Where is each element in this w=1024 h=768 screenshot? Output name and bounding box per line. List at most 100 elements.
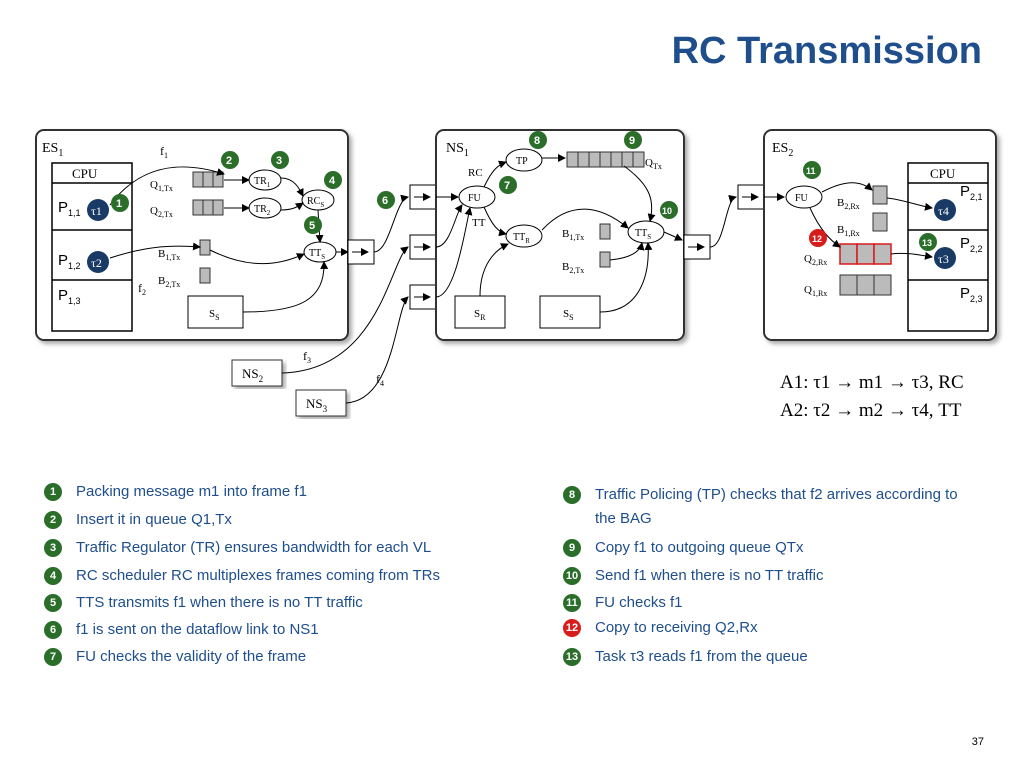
svg-text:12: 12 — [812, 234, 822, 244]
tau2-label: τ2 — [91, 256, 102, 270]
ss-label-es1: SS — [209, 308, 220, 322]
q1tx-queue — [192, 171, 224, 188]
es2-cpu-label: CPU — [930, 166, 956, 181]
b2tx-label: B2,Tx — [158, 275, 180, 289]
ns1-tt-label: TT — [472, 217, 486, 229]
b1rx-label: B1,Rx — [837, 224, 860, 238]
fu-label-es2: FU — [795, 193, 809, 204]
es2-label: ES2 — [772, 141, 793, 159]
legend-badge-8: 8 — [563, 486, 581, 504]
q2tx-queue — [192, 199, 224, 216]
slide-title: RC Transmission — [671, 30, 982, 72]
b2rx-label: B2,Rx — [837, 197, 860, 211]
diagram-badge-3: 3 — [271, 151, 289, 169]
diagram-badge-8: 8 — [529, 131, 547, 149]
p13-label: P1,3 — [58, 287, 81, 306]
f2-label: f2 — [138, 281, 146, 297]
fu-node-es2 — [785, 185, 823, 209]
diagram-badge-11: 11 — [803, 161, 821, 179]
ns1-b2tx-buffer — [599, 251, 611, 268]
svg-text:6: 6 — [382, 195, 388, 207]
tts-label-es1: TTS — [309, 248, 325, 261]
legend-badge-4: 4 — [44, 567, 62, 585]
ns1-ss-label: SS — [563, 308, 574, 322]
diagram-badge-4: 4 — [324, 171, 342, 189]
es1-label: ES1 — [42, 141, 63, 159]
tau4-circle — [934, 199, 956, 221]
b1rx-buffer — [872, 212, 888, 232]
fu-label-ns1: FU — [468, 193, 482, 204]
svg-text:11: 11 — [806, 166, 816, 176]
legend-badge-1: 1 — [44, 483, 62, 501]
ns1-b2tx-label: B2,Tx — [562, 261, 584, 275]
architecture-diagram: ES1 CPU P1,1 P1,2 P1,3 τ1 τ2 f1 Q1,Tx Q2… — [35, 129, 997, 417]
page-number: 37 — [971, 736, 984, 748]
diagram-badge-10: 10 — [660, 201, 678, 219]
svg-text:9: 9 — [629, 135, 635, 147]
q2tx-label: Q2,Tx — [150, 205, 173, 219]
diagram-badge-6: 6 — [377, 191, 395, 209]
rcs-label: RCS — [307, 196, 324, 209]
q2rx-label: Q2,Rx — [804, 253, 827, 267]
es1-cpu-label: CPU — [72, 166, 98, 181]
formula-a1: A1: τ1 → m1 → τ3, RC — [780, 372, 964, 393]
f1-label: f1 — [160, 144, 168, 160]
p22-label: P2,2 — [960, 235, 983, 254]
legend-badge-5: 5 — [44, 594, 62, 612]
diagram-badge-5: 5 — [304, 216, 322, 234]
svg-text:3: 3 — [276, 155, 282, 167]
svg-text:2: 2 — [226, 155, 232, 167]
legend-badge-12: 12 — [563, 619, 581, 637]
svg-text:1: 1 — [116, 198, 122, 210]
tau4-label: τ4 — [938, 204, 949, 218]
diagram-badge-1: 1 — [111, 194, 129, 212]
tau2-circle — [87, 251, 109, 273]
p11-label: P1,1 — [58, 199, 81, 218]
p23-label: P2,3 — [960, 285, 983, 304]
f3-label: f3 — [303, 349, 311, 365]
svg-text:13: 13 — [922, 238, 932, 248]
ns1-label: NS1 — [446, 141, 469, 159]
svg-text:4: 4 — [329, 175, 336, 187]
ns1-ss-box — [539, 295, 601, 329]
qtx-label: QTx — [645, 157, 662, 171]
tr1-label: TR1 — [254, 176, 271, 189]
tau1-circle — [87, 199, 109, 221]
b1tx-label: B1,Tx — [158, 248, 180, 262]
legend-badge-2: 2 — [44, 511, 62, 529]
diagram-badge-13: 13 — [919, 233, 937, 251]
legend-badge-11: 11 — [563, 594, 581, 612]
ns3-box — [295, 389, 347, 417]
b2tx-buffer — [199, 267, 211, 284]
ttr-label: TTR — [513, 232, 530, 245]
qtx-queue — [566, 151, 645, 168]
legend-badge-10: 10 — [563, 567, 581, 585]
tau1-label: τ1 — [91, 204, 102, 218]
diagram-badge-9: 9 — [624, 131, 642, 149]
formula-a2: A2: τ2 → m2 → τ4, TT — [780, 400, 962, 421]
q1rx-label: Q1,Rx — [804, 284, 827, 298]
b2rx-buffer — [872, 185, 888, 205]
tr2-label: TR2 — [254, 204, 271, 217]
b1tx-buffer — [199, 239, 211, 256]
ns1-rc-label: RC — [468, 167, 483, 179]
ns1-b1tx-label: B1,Tx — [562, 228, 584, 242]
diagram-badge-2: 2 — [221, 151, 239, 169]
q1tx-label: Q1,Tx — [150, 179, 173, 193]
q1rx-queue — [839, 274, 892, 296]
tts-label-ns1: TTS — [635, 228, 651, 241]
tau3-label: τ3 — [938, 252, 949, 266]
ss-box-es1 — [187, 295, 244, 329]
es1-cpu — [51, 162, 133, 332]
q2rx-queue — [839, 243, 892, 265]
sr-label: SR — [474, 308, 486, 322]
